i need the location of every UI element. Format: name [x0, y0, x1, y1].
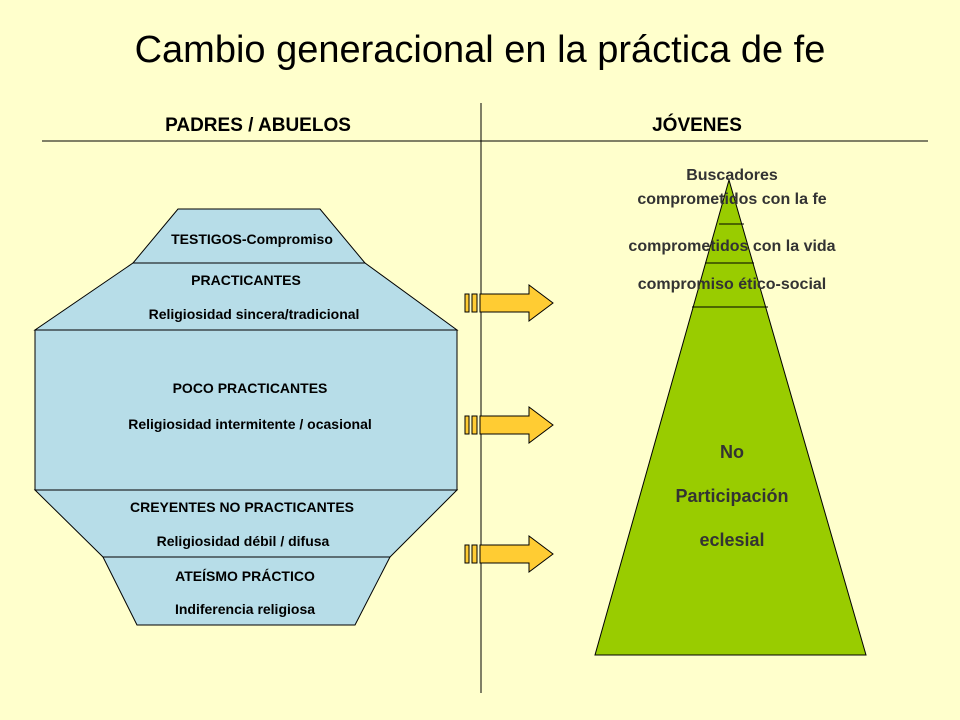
level-ateismo-title: ATEÍSMO PRÁCTICO	[175, 568, 315, 584]
arrow-bottom	[464, 535, 554, 573]
left-column-header: PADRES / ABUELOS	[165, 115, 351, 136]
level-poco-practicantes	[34, 329, 458, 491]
buscadores-line1: Buscadores	[686, 167, 778, 184]
level-ateismo-practico	[102, 556, 391, 626]
triangle-shape	[594, 178, 867, 656]
buscadores-line2: comprometidos con la fe	[637, 191, 826, 208]
level-testigos-title: TESTIGOS-Compromiso	[171, 231, 333, 247]
level-creyentes-subtitle: Religiosidad débil / difusa	[157, 533, 330, 549]
level-practicantes-subtitle: Religiosidad sincera/tradicional	[149, 306, 360, 322]
no-participacion-line2: Participación	[675, 486, 788, 506]
youth-triangle	[594, 178, 867, 656]
no-participacion-line1: No	[720, 442, 744, 462]
page-title: Cambio generacional en la práctica de fe	[135, 29, 826, 71]
arrow-top	[464, 284, 554, 322]
arrow-middle	[464, 406, 554, 444]
level-ateismo-subtitle: Indiferencia religiosa	[175, 601, 315, 617]
religiosity-octagon	[33, 208, 459, 626]
no-participacion-line3: eclesial	[699, 530, 764, 550]
level-poco-practicantes-title: POCO PRACTICANTES	[173, 380, 328, 396]
right-column-header: JÓVENES	[652, 114, 742, 136]
comprometidos-vida: comprometidos con la vida	[628, 238, 835, 255]
level-poco-practicantes-subtitle: Religiosidad intermitente / ocasional	[128, 416, 372, 432]
compromiso-etico: compromiso ético-social	[638, 276, 827, 293]
level-creyentes-title: CREYENTES NO PRACTICANTES	[130, 499, 354, 515]
level-practicantes-title: PRACTICANTES	[191, 272, 301, 288]
